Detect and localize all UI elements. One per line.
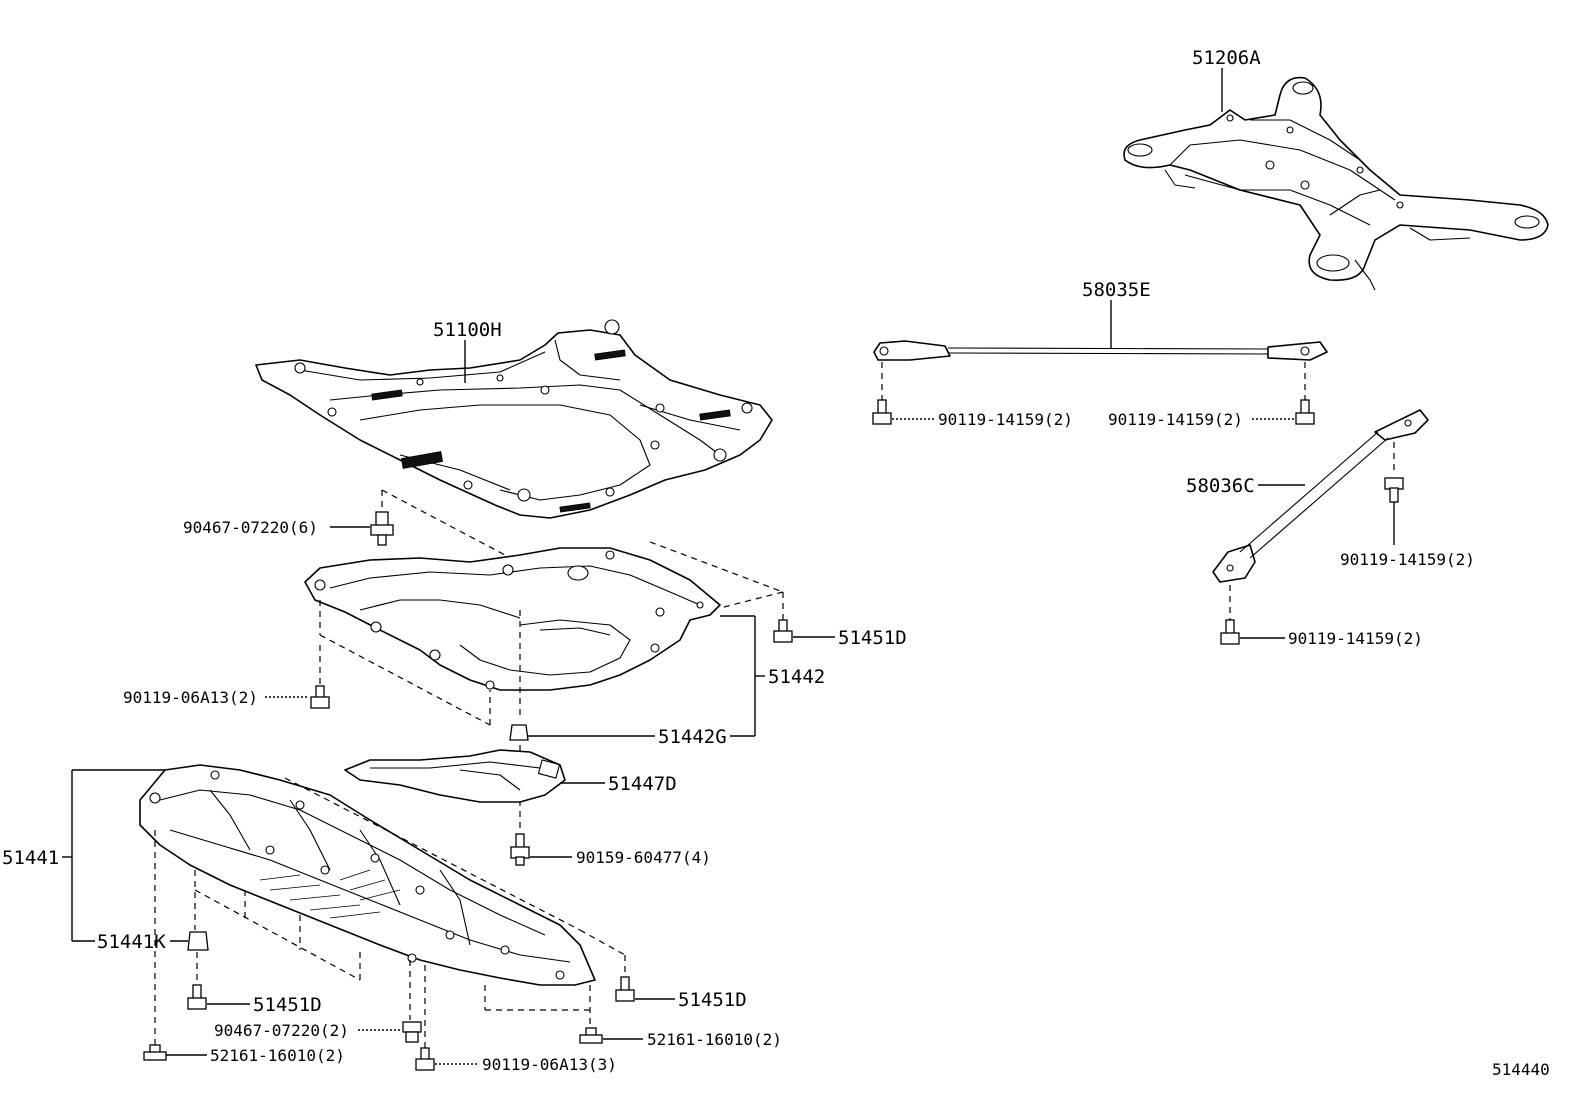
- label-51206A: 51206A: [1192, 47, 1261, 69]
- label-51451D-left: 51451D: [253, 994, 322, 1016]
- engine-cover-51442-drawing: [304, 547, 721, 691]
- label-90159-60477-4: 90159-60477(4): [576, 848, 711, 867]
- bolt-90159-60477-4: [510, 833, 530, 866]
- clip-51441K: [187, 931, 209, 951]
- label-90119-06A13-3: 90119-06A13(3): [482, 1055, 617, 1074]
- label-51451D-upper: 51451D: [838, 627, 907, 649]
- label-51442: 51442: [768, 666, 825, 688]
- brace-58035E-drawing: [873, 340, 1328, 361]
- bolt-90119-06A13-3: [415, 1047, 435, 1071]
- bolt-51451D-left: [187, 984, 207, 1010]
- clip-52161-16010-right: [579, 1027, 603, 1044]
- label-51441K: 51441K: [97, 931, 166, 953]
- label-51451D-right: 51451D: [678, 989, 747, 1011]
- label-90119-14159-upper: 90119-14159(2): [1340, 550, 1475, 569]
- label-51441: 51441: [2, 847, 59, 869]
- clip-52161-16010-left: [143, 1044, 167, 1061]
- clip-51442G: [509, 724, 529, 741]
- label-90119-14159-left: 90119-14159(2): [938, 410, 1073, 429]
- bolt-90119-14159-right: [1295, 399, 1315, 425]
- brace-58036C-drawing: [1212, 409, 1429, 583]
- bolt-90119-14159-upper: [1384, 477, 1404, 503]
- label-52161-16010-right: 52161-16010(2): [647, 1030, 782, 1049]
- diagram-code: 514440: [1492, 1060, 1550, 1079]
- bolt-51451D-right: [615, 976, 635, 1002]
- label-90467-07220-6: 90467-07220(6): [183, 518, 318, 537]
- label-58035E: 58035E: [1082, 279, 1151, 301]
- label-51447D: 51447D: [608, 773, 677, 795]
- label-90119-14159-right: 90119-14159(2): [1108, 410, 1243, 429]
- label-90119-14159-lower: 90119-14159(2): [1288, 629, 1423, 648]
- rear-crossmember-drawing: [1123, 76, 1549, 291]
- label-90119-06A13-2: 90119-06A13(2): [123, 688, 258, 707]
- under-cover-51441-drawing: [139, 764, 596, 986]
- bolt-90119-14159-left: [872, 399, 892, 425]
- label-90467-07220-2: 90467-07220(2): [214, 1021, 349, 1040]
- label-52161-16010-left: 52161-16010(2): [210, 1046, 345, 1065]
- panel-51447D-drawing: [344, 749, 566, 803]
- label-51100H: 51100H: [433, 319, 502, 341]
- front-frame-drawing: [255, 319, 773, 519]
- bolt-90467-07220-2: [402, 1021, 422, 1043]
- bolt-90119-14159-lower: [1220, 619, 1240, 645]
- bolt-51451D-upper: [773, 619, 793, 643]
- label-58036C: 58036C: [1186, 475, 1255, 497]
- bolt-90119-06A13-2: [310, 685, 330, 709]
- bolt-90467-07220-6: [370, 511, 394, 546]
- label-51442G: 51442G: [658, 726, 727, 748]
